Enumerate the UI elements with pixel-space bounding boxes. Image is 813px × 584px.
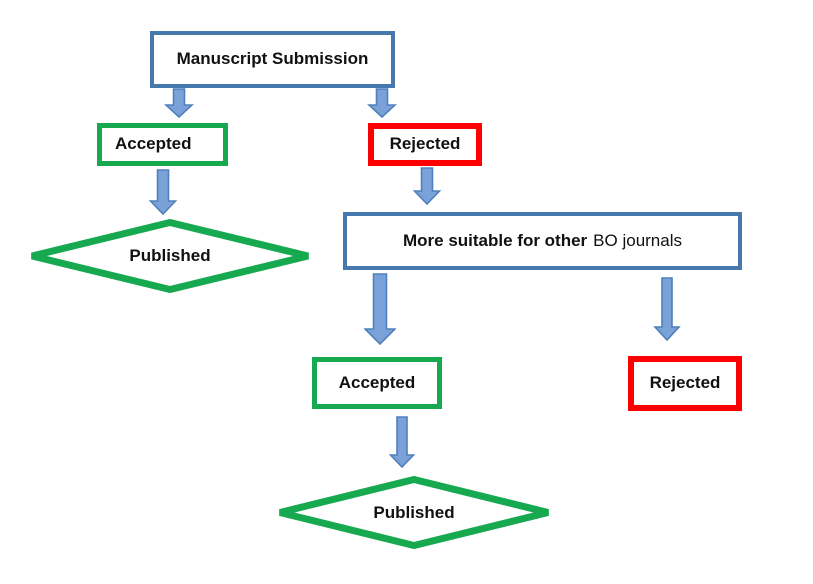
arrow-accepted-bottom-to-published-icon — [388, 416, 416, 473]
node-published-left-label: Published — [129, 246, 211, 265]
node-rejected-top: Rejected — [368, 123, 482, 166]
node-published-bottom: Published — [276, 476, 552, 549]
node-accepted-top-label: Accepted — [115, 134, 192, 154]
node-rejected-bottom-label: Rejected — [649, 373, 721, 393]
node-published-left: Published — [28, 219, 312, 293]
node-more-suitable-label-main: More suitable for other — [402, 230, 588, 250]
node-manuscript-submission: Manuscript Submission — [150, 31, 395, 88]
node-accepted-top: Accepted — [97, 123, 228, 166]
node-more-suitable: More suitable for other BO journals — [343, 212, 742, 270]
node-accepted-bottom: Accepted — [312, 357, 442, 409]
arrow-accepted-to-published-icon — [148, 169, 178, 220]
diamond-shape — [31, 219, 309, 293]
node-rejected-bottom: Rejected — [628, 356, 742, 411]
node-more-suitable-label-secondary: BO journals — [593, 230, 682, 250]
arrow-manuscript-to-rejected-icon — [366, 88, 398, 123]
node-accepted-bottom-label: Accepted — [338, 372, 416, 392]
node-rejected-top-label: Rejected — [389, 134, 461, 154]
diamond-shape — [279, 476, 549, 549]
arrow-rejected-to-suitable-icon — [412, 167, 442, 210]
node-manuscript-submission-label: Manuscript Submission — [176, 49, 369, 69]
node-published-bottom-label: Published — [373, 502, 455, 522]
arrow-suitable-to-rejected-icon — [653, 277, 681, 346]
arrow-suitable-to-accepted-icon — [363, 273, 397, 350]
arrow-manuscript-to-accepted-icon — [163, 88, 195, 123]
